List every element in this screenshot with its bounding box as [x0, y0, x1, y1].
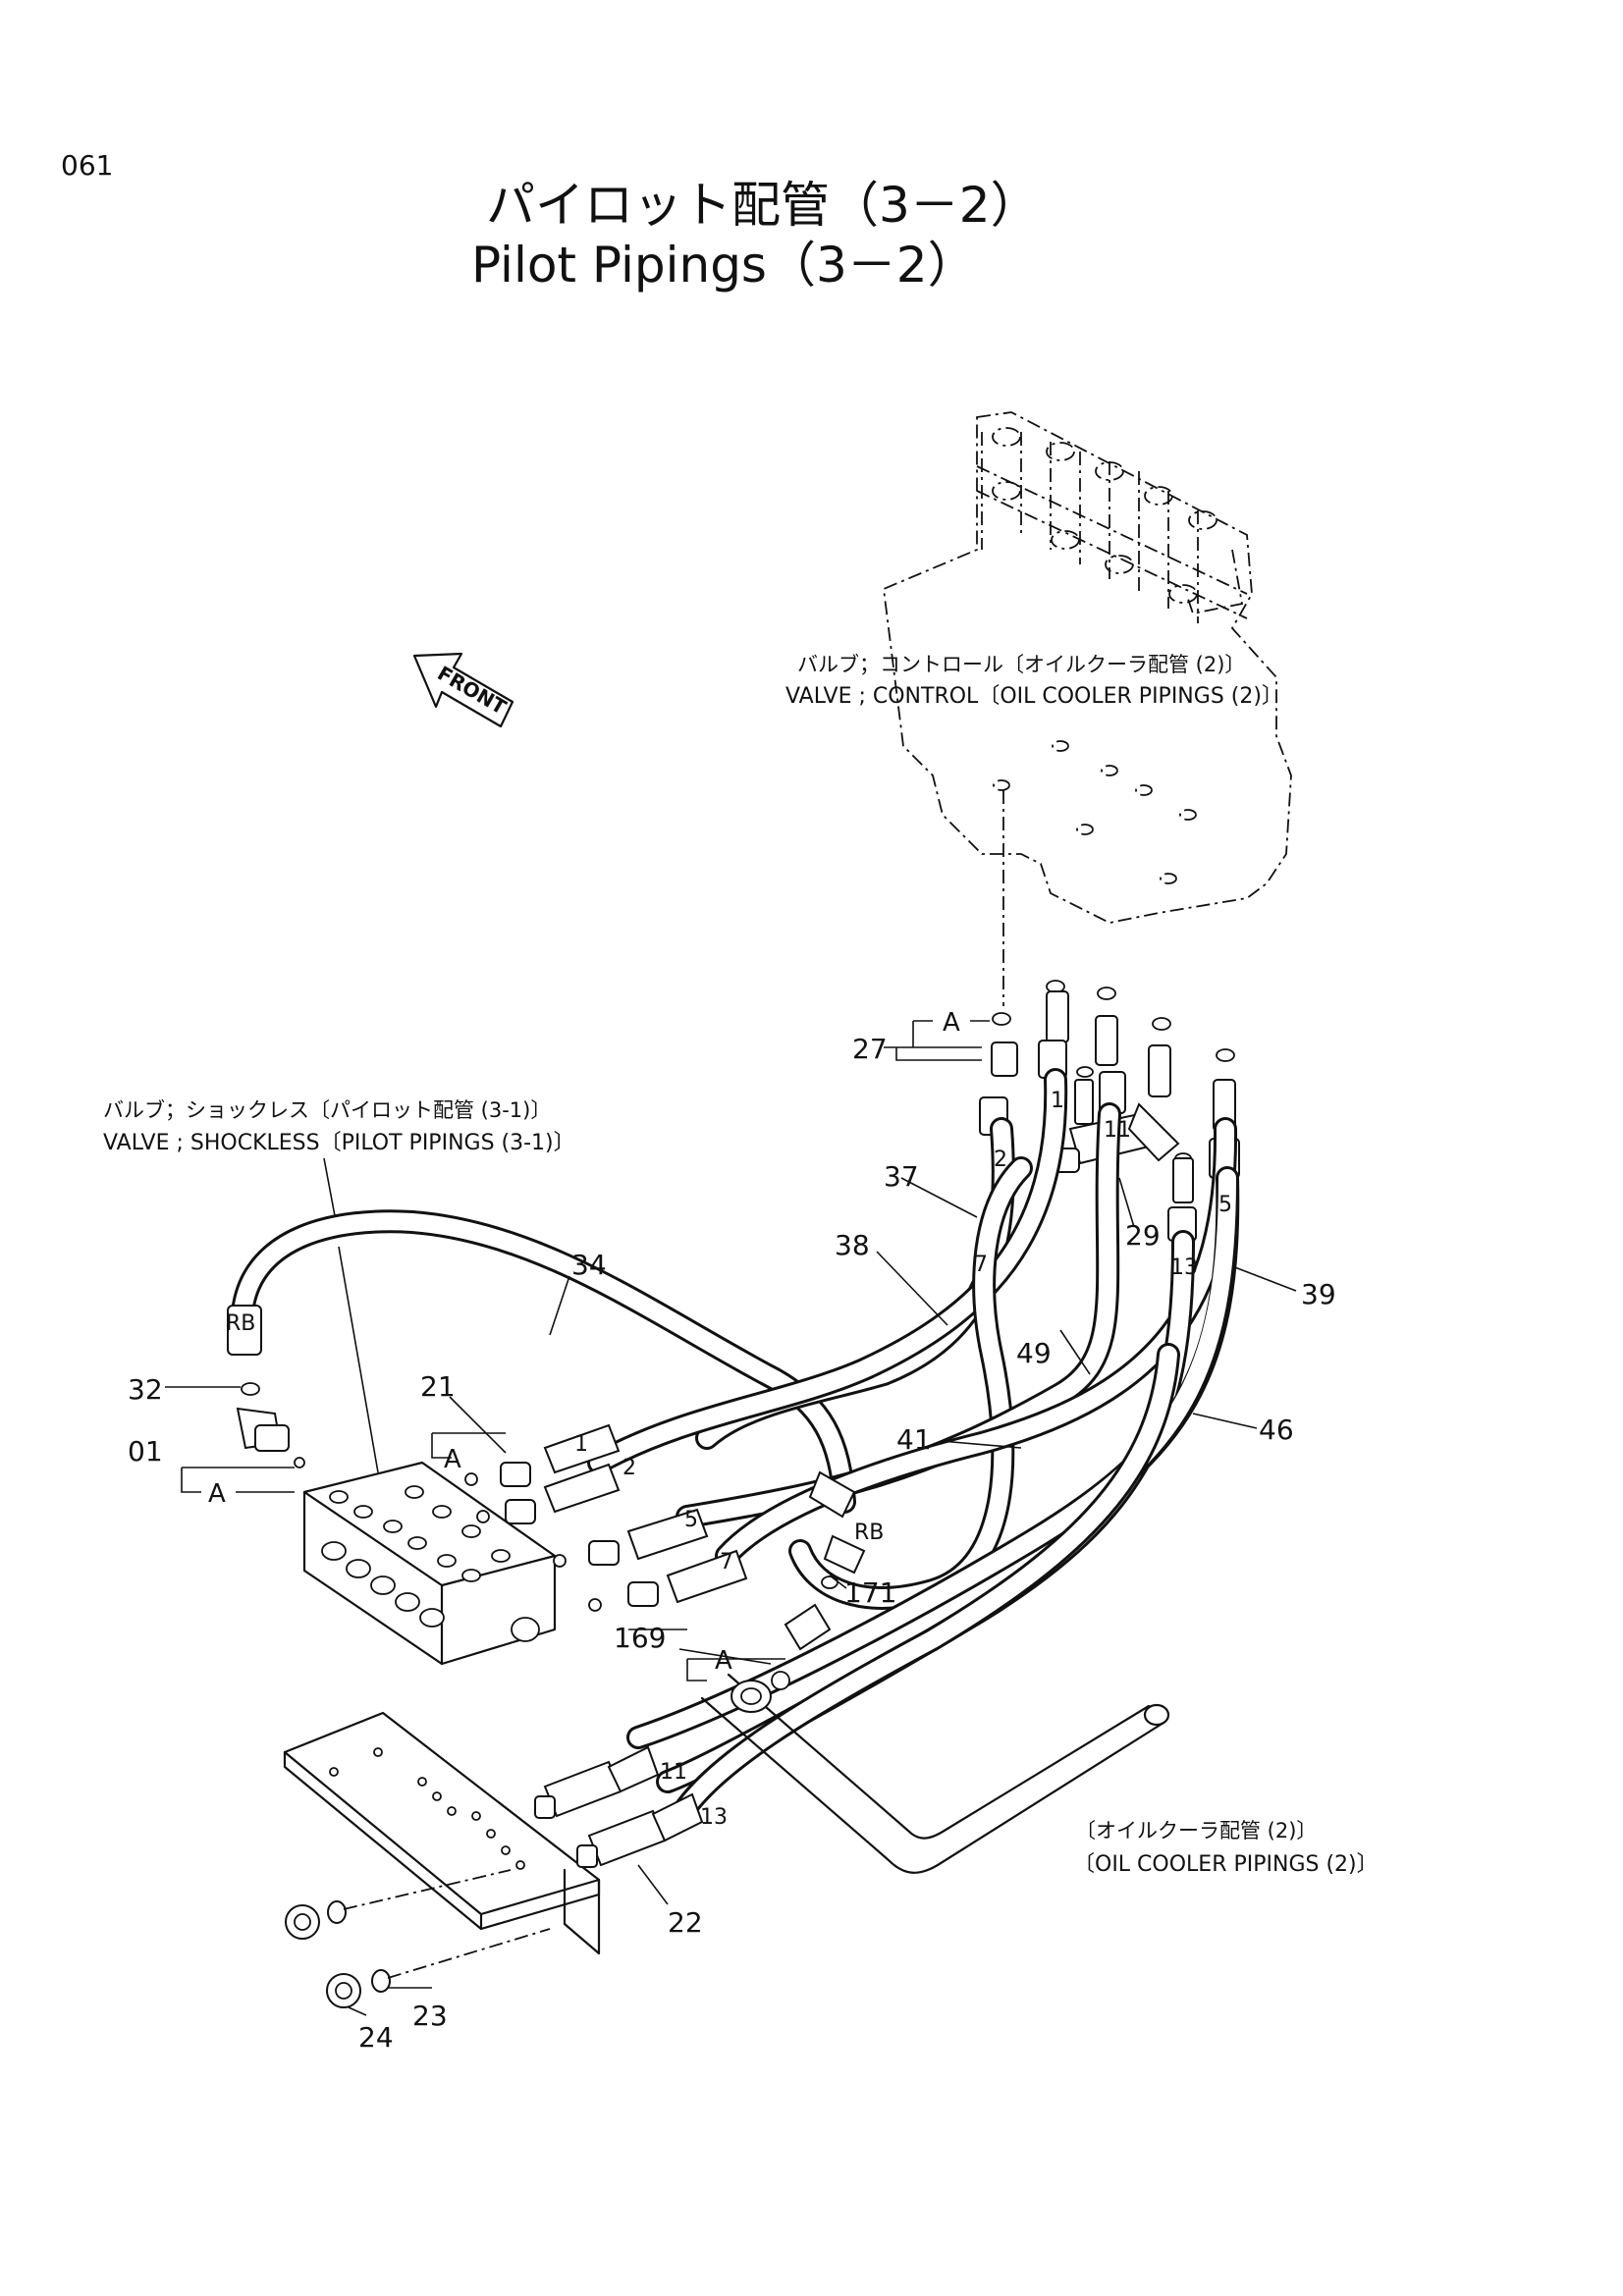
- part-49: 49: [1016, 1337, 1052, 1369]
- page-number: 061: [61, 149, 113, 182]
- hose-41: [715, 1117, 1238, 1568]
- part-41: 41: [896, 1423, 932, 1456]
- hose-7: [788, 1156, 1033, 1610]
- hose-end-fittings: [464, 1423, 866, 1612]
- part-23: 23: [412, 2000, 448, 2032]
- rb-mark-left: RB: [226, 1311, 255, 1336]
- hose-tag-1-block: 1: [574, 1432, 588, 1457]
- ref-mark-a-mid: A: [444, 1445, 461, 1474]
- title-english: Pilot Pipings（3－2）: [471, 237, 977, 294]
- part-38: 38: [835, 1229, 870, 1261]
- part-34: 34: [571, 1249, 607, 1281]
- part-24: 24: [358, 2021, 394, 2054]
- part-171: 171: [844, 1576, 896, 1609]
- title-japanese: パイロット配管（3－2）: [486, 177, 1040, 234]
- shockless-valve-block: [302, 1461, 557, 1666]
- hose-37-38: [695, 1117, 1015, 1450]
- hose-46: [666, 1343, 1180, 1833]
- oil-cooler-pipe: [700, 1673, 1170, 1874]
- oil-cooler-label-jp: 〔オイルクーラ配管 (2)〕: [1075, 1819, 1317, 1842]
- hose-tag-5-valve: 5: [1218, 1193, 1232, 1217]
- valve-control-label-jp: バルブ；コントロール〔オイルクーラ配管 (2)〕: [797, 653, 1245, 676]
- rb-mark-center: RB: [854, 1521, 884, 1545]
- front-arrow-icon: FRONT: [412, 652, 514, 728]
- part-29: 29: [1125, 1219, 1161, 1252]
- nut-washer: [285, 1869, 551, 2008]
- ref-mark-a-low: A: [715, 1646, 732, 1676]
- valve-shockless-label-jp: バルブ；ショックレス〔パイロット配管 (3-1)〕: [103, 1098, 551, 1122]
- part-01: 01: [128, 1435, 163, 1468]
- part-32: 32: [128, 1373, 163, 1406]
- bulkhead-fittings: [534, 1745, 704, 1868]
- valve-control-label-en: VALVE ; CONTROL〔OIL COOLER PIPINGS (2)〕: [785, 684, 1283, 709]
- valve-shockless-label-en: VALVE ; SHOCKLESS〔PILOT PIPINGS (3-1)〕: [103, 1131, 575, 1155]
- part-number-labels: 27 37 38 34 29 39 49 41 46 21 32 01 169 …: [128, 1033, 1336, 2054]
- part-46: 46: [1259, 1414, 1294, 1446]
- hose-tag-13-bracket: 13: [700, 1805, 728, 1830]
- part-27: 27: [852, 1033, 888, 1065]
- leader-lines: [165, 1047, 1297, 2016]
- part-39: 39: [1301, 1278, 1336, 1310]
- part-21: 21: [420, 1370, 456, 1403]
- hose-tag-11-bracket: 11: [660, 1760, 687, 1785]
- hose-34: [232, 1209, 856, 1514]
- hose-tags: 1 2 11 7 5 13 1 2 5 7 11 13: [574, 1089, 1232, 1830]
- hose-tag-2-block: 2: [622, 1456, 636, 1480]
- hose-tag-1-valve: 1: [1051, 1089, 1064, 1113]
- oil-cooler-label-en: 〔OIL COOLER PIPINGS (2)〕: [1073, 1852, 1379, 1877]
- part-169: 169: [614, 1622, 666, 1654]
- hose-tag-7-valve: 7: [974, 1253, 988, 1277]
- hose-2: [587, 1068, 1068, 1474]
- hose-tag-2-valve: 2: [994, 1148, 1007, 1172]
- part-37: 37: [884, 1160, 919, 1193]
- ref-mark-a-left: A: [208, 1479, 226, 1509]
- control-valve: [883, 411, 1292, 1006]
- ref-mark-a-valve: A: [943, 1008, 960, 1038]
- hose-tag-13-valve: 13: [1170, 1255, 1198, 1280]
- rb-fitting-left: [227, 1305, 305, 1468]
- hose-tag-7-block: 7: [720, 1550, 733, 1575]
- bracket-plate: [283, 1711, 601, 1955]
- part-22: 22: [668, 1906, 703, 1939]
- hose-tag-5-block: 5: [684, 1508, 698, 1532]
- hose-tag-11-valve: 11: [1104, 1118, 1131, 1143]
